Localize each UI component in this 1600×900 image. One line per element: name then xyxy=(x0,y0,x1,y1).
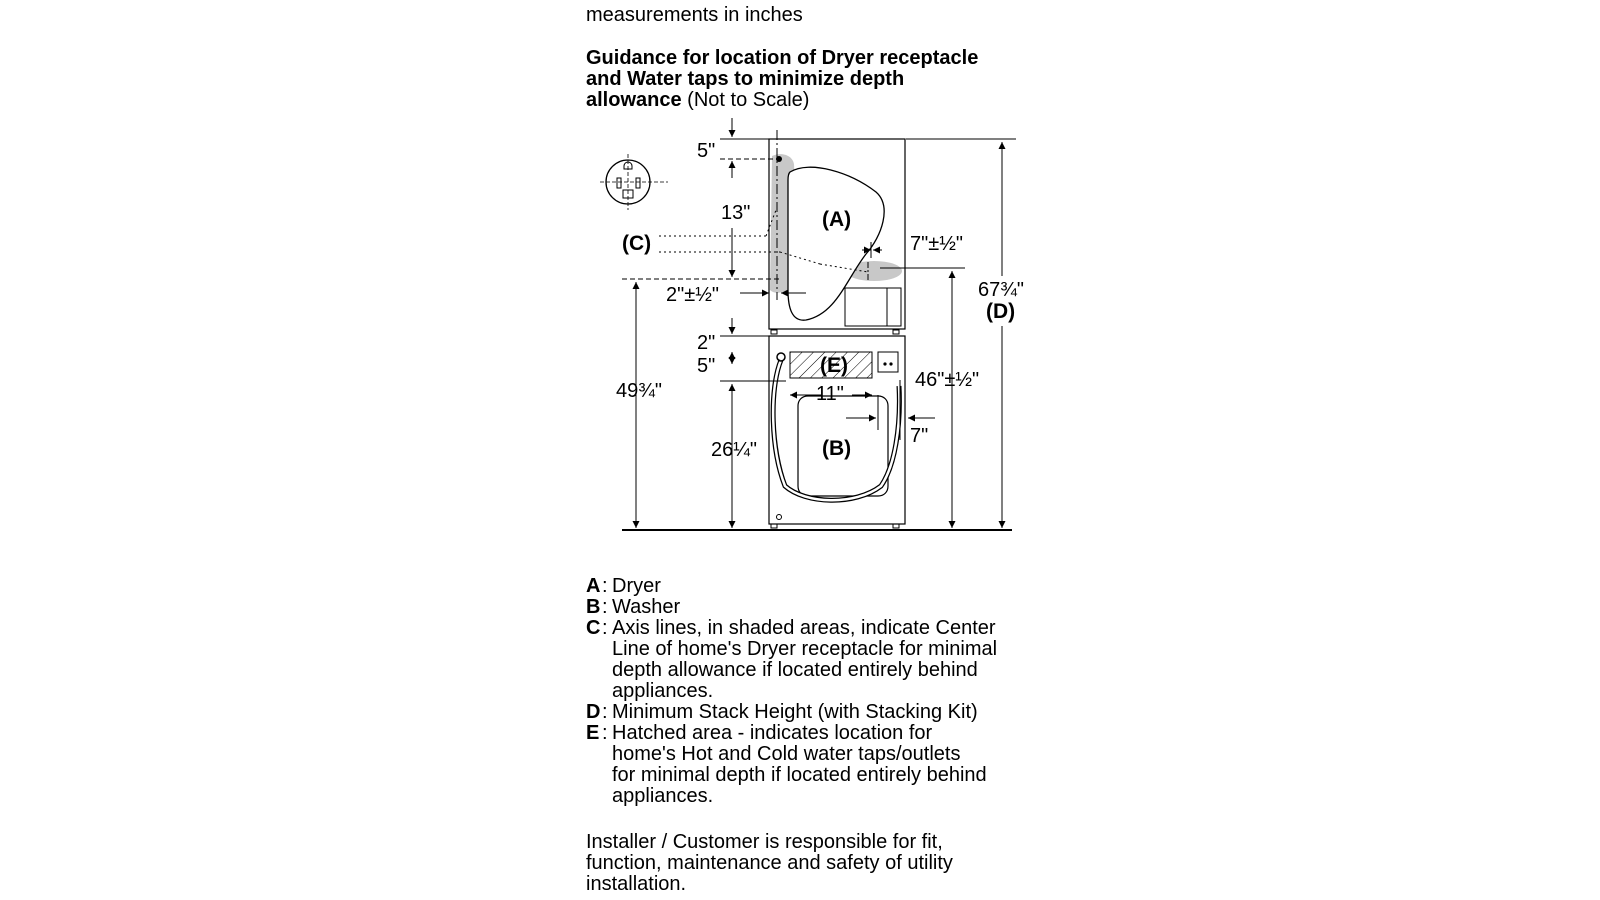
dryer-door-outline xyxy=(787,166,885,321)
dim-taps-side: 7" xyxy=(910,425,928,447)
dim-dryer-base-height: 49¾" xyxy=(616,380,662,402)
label-axis: (C) xyxy=(622,232,651,255)
stacked-washer-dryer-diagram: 5" 13" 7"±½" 2"±½" 67¾" 49¾" 2" 5" 11" 4… xyxy=(600,118,1024,531)
legend-item: A:Dryer xyxy=(586,575,661,597)
legend-item: D:Minimum Stack Height (with Stacking Ki… xyxy=(586,701,978,723)
label-dryer: (A) xyxy=(822,208,851,231)
dim-washer-height: 26¼" xyxy=(711,439,757,461)
installer-disclaimer: Installer / Customer is responsible for … xyxy=(586,831,953,895)
title-line-3: allowance xyxy=(586,89,682,111)
label-hatched: (E) xyxy=(820,354,848,377)
diagram-title: Guidance for location of Dryer receptacl… xyxy=(586,48,978,111)
dim-gap: 2" xyxy=(697,332,715,354)
dim-receptacle-height: 13" xyxy=(721,202,750,224)
receptacle-icon xyxy=(600,154,668,210)
units-note: measurements in inches xyxy=(586,4,803,26)
legend-item: C:Axis lines, in shaded areas, indicate … xyxy=(586,617,998,702)
dim-taps-width: 11" xyxy=(816,383,844,405)
dim-receptacle-side: 7"±½" xyxy=(910,233,963,255)
legend-item: B:Washer xyxy=(586,596,681,618)
legend-item: E:Hatched area - indicates location for … xyxy=(586,722,987,807)
title-line-2: and Water taps to minimize depth xyxy=(586,68,905,90)
receptacle-shaded-area-side xyxy=(846,261,902,281)
legend: A:Dryer B:Washer C:Axis lines, in shaded… xyxy=(586,576,997,807)
water-taps-hatched-area xyxy=(789,351,873,379)
dim-stack-height: 67¾" xyxy=(978,279,1024,301)
dim-top-offset: 5" xyxy=(697,140,715,162)
label-min-height: (D) xyxy=(986,300,1015,323)
title-suffix: (Not to Scale) xyxy=(681,89,810,111)
washer-unit xyxy=(768,335,906,529)
washer-door xyxy=(797,395,889,497)
title-line-1: Guidance for location of Dryer receptacl… xyxy=(586,47,979,69)
dim-receptacle-lateral: 2"±½" xyxy=(666,284,719,306)
dryer-unit xyxy=(768,130,906,335)
dim-taps-height: 46"±½" xyxy=(915,369,979,391)
label-washer: (B) xyxy=(822,437,851,460)
dim-taps-band: 5" xyxy=(697,355,715,377)
